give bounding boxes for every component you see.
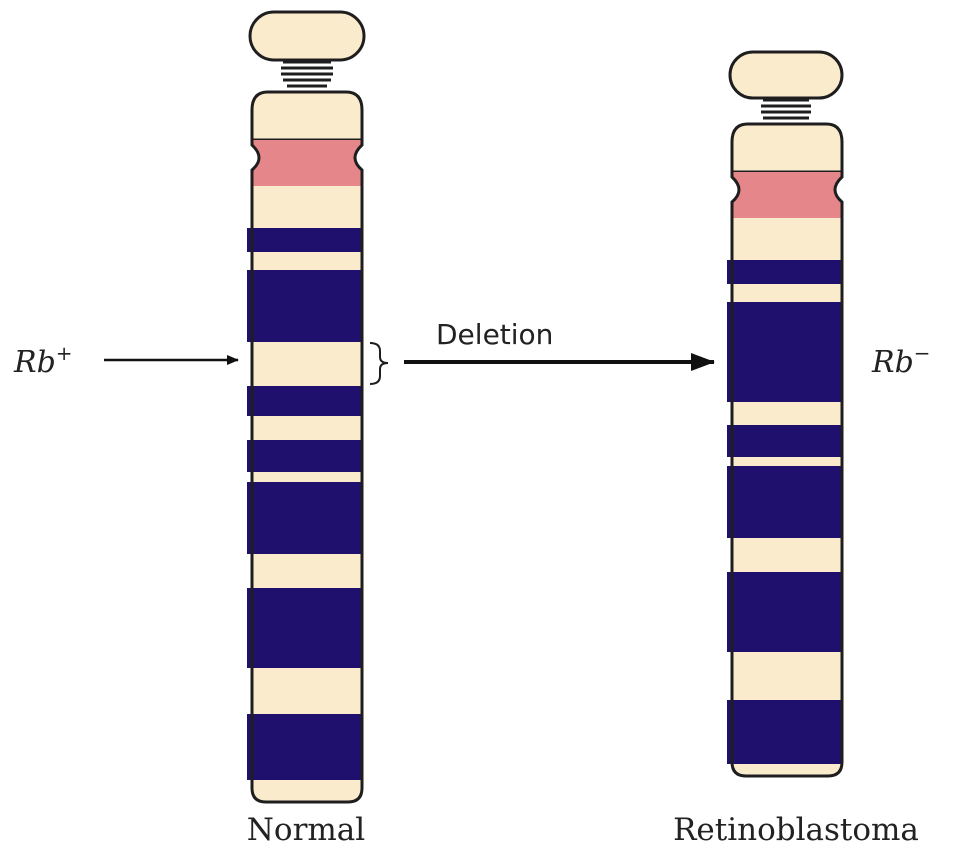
retinoblastoma-label: Retinoblastoma — [673, 812, 919, 848]
normal-short-arm — [252, 92, 362, 140]
rb-plus-label: Rb+ — [13, 341, 73, 380]
rb-satellite — [730, 52, 842, 98]
rb-centromere — [732, 172, 842, 218]
normal-centromere — [252, 140, 362, 186]
rb-stalk — [761, 100, 811, 118]
normal-stalk — [281, 62, 333, 86]
normal-satellite — [250, 12, 364, 60]
normal-chromosome — [247, 12, 364, 802]
rb-minus-label: Rb− — [871, 341, 931, 380]
normal-label: Normal — [247, 812, 365, 848]
deletion-label: Deletion — [436, 318, 553, 351]
retinoblastoma-chromosome — [727, 52, 843, 776]
rb-short-arm — [732, 124, 842, 172]
deletion-brace — [370, 343, 388, 384]
